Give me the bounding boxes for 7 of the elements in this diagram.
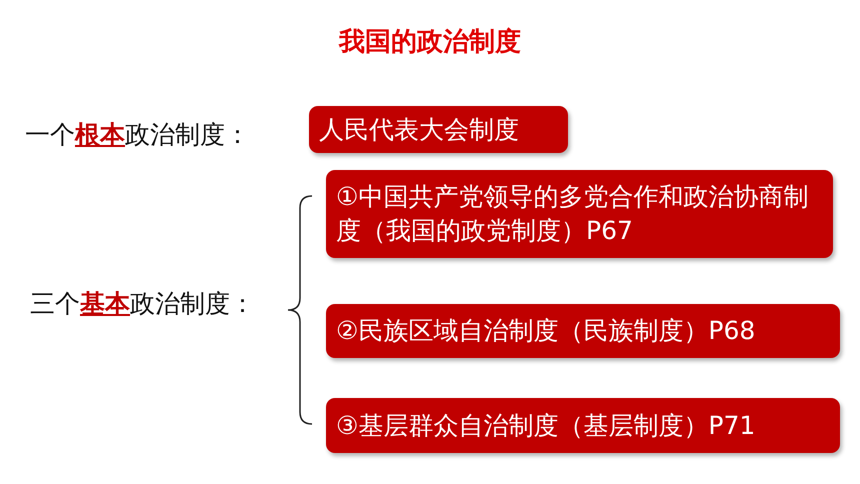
text-box: ③基层群众自治制度（基层制度）P71 — [326, 398, 840, 453]
title: 我国的政治制度 — [338, 26, 522, 59]
text-box: 人民代表大会制度 — [309, 106, 568, 153]
text-box: ①中国共产党领导的多党合作和政治协商制度（我国的政党制度）P67 — [326, 170, 833, 258]
label-text: 一个根本政治制度： — [25, 119, 250, 151]
text-box: ②民族区域自治制度（民族制度）P68 — [326, 304, 840, 358]
label-text: 三个基本政治制度： — [30, 288, 255, 320]
